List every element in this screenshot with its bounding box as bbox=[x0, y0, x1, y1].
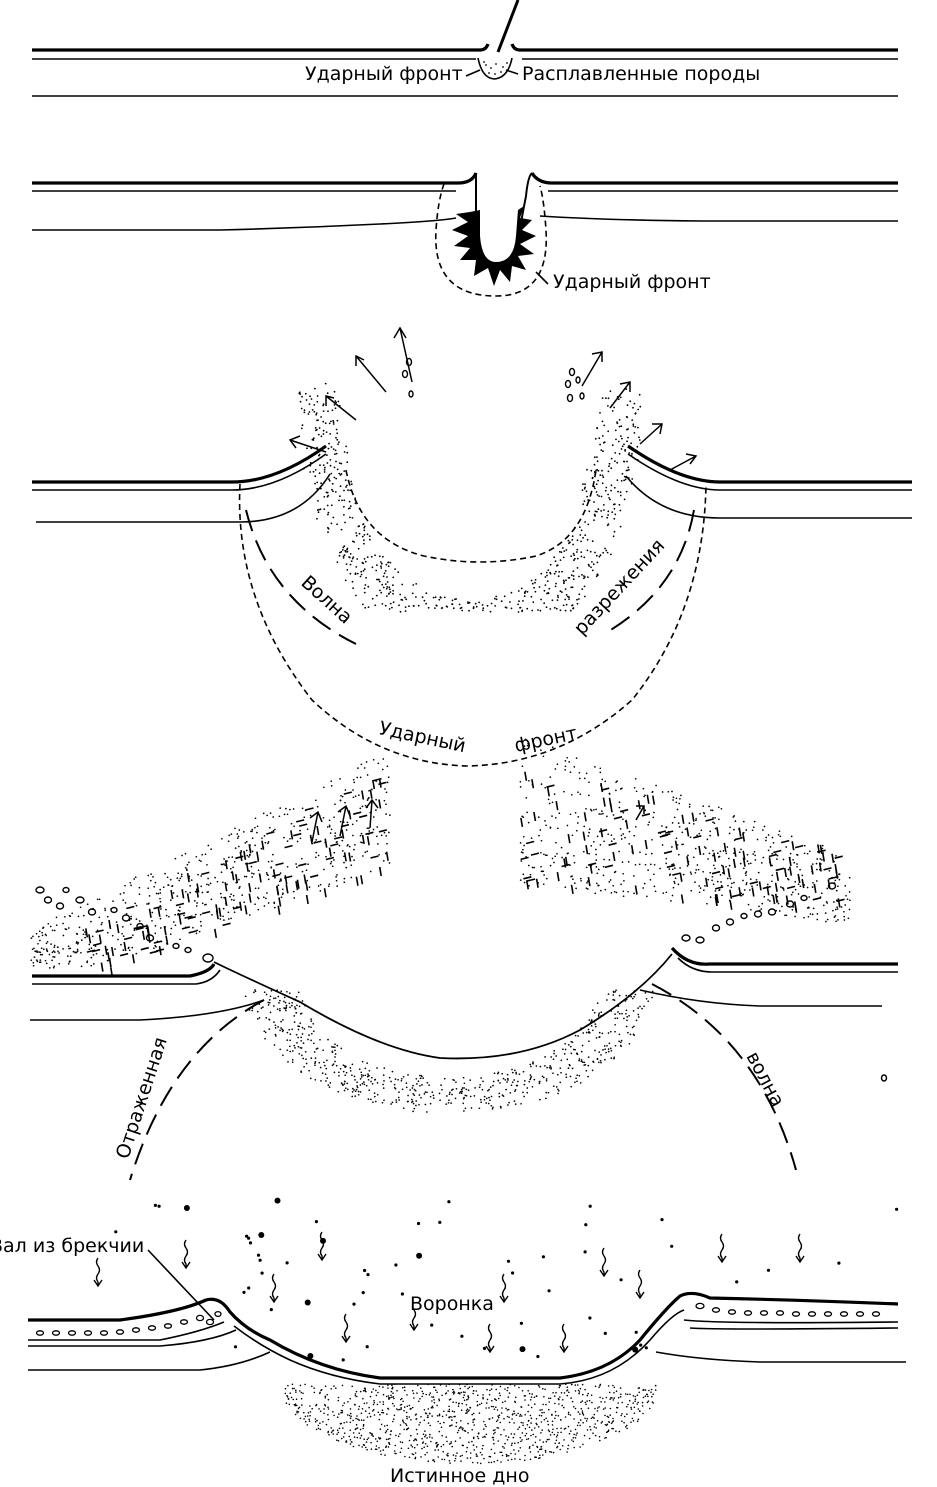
molten-rock-dots bbox=[483, 61, 508, 75]
transient-cavity bbox=[345, 469, 597, 563]
stage4-reflected-label: Отраженная bbox=[112, 1034, 172, 1161]
ejecta-arrows-stage4 bbox=[309, 798, 645, 843]
breccia-rampart-right bbox=[695, 1302, 881, 1317]
stage-2-penetration: Ударный фронт bbox=[32, 172, 898, 297]
fallback-arrows bbox=[93, 1231, 805, 1354]
stage3-shock-label: Ударный bbox=[377, 717, 468, 757]
stage-3-excavation: Волна разрежения Ударный фронт bbox=[32, 326, 912, 767]
rarefaction-wave-left bbox=[245, 509, 357, 645]
stage-1-contact: Ударный фронт Расплавленные породы bbox=[32, 0, 898, 97]
breccia-rampart-pointer bbox=[147, 1249, 215, 1321]
stage2-shock-front-line bbox=[435, 183, 548, 297]
breccia-rampart-left bbox=[35, 1310, 222, 1336]
stage3-shock-front-line bbox=[238, 483, 707, 767]
ejecta-boulders-stage3 bbox=[401, 357, 585, 403]
molten-pocket bbox=[477, 57, 513, 80]
reflected-wave-right bbox=[651, 983, 797, 1171]
stage1-shock-front-label: Ударный фронт bbox=[305, 63, 463, 85]
melt-lining bbox=[452, 206, 536, 286]
stage3-wave-label: Волна bbox=[297, 571, 357, 628]
stage5-crater-label: Воронка bbox=[410, 1293, 494, 1315]
stage4-wave-label: волна bbox=[742, 1048, 789, 1110]
rarefaction-wave-right bbox=[603, 509, 695, 635]
ejecta-boulders-stage4 bbox=[35, 882, 888, 1082]
stage2-shock-front-label: Ударный фронт bbox=[553, 271, 711, 293]
stage-5-final-crater: Вал из брекчии Воронка Истинное дно bbox=[0, 1197, 906, 1487]
ejecta-fragments-stage4 bbox=[85, 771, 845, 977]
impactor-icon bbox=[496, 0, 520, 53]
stage5-true-floor-label: Истинное дно bbox=[390, 1465, 529, 1487]
ejecta-curtain-stage3 bbox=[298, 382, 642, 613]
stage1-molten-rock-label: Расплавленные породы bbox=[522, 63, 760, 85]
stage-4-expansion: Отраженная волна bbox=[30, 738, 898, 1181]
crater-floor-stage4 bbox=[213, 953, 673, 1060]
ejecta-arrows-stage3 bbox=[288, 326, 698, 471]
stage5-breccia-label: Вал из брекчии bbox=[0, 1235, 144, 1257]
fallback-particles bbox=[114, 1197, 899, 1362]
breccia-lens bbox=[284, 1383, 657, 1465]
reflected-wave-left bbox=[129, 999, 265, 1181]
